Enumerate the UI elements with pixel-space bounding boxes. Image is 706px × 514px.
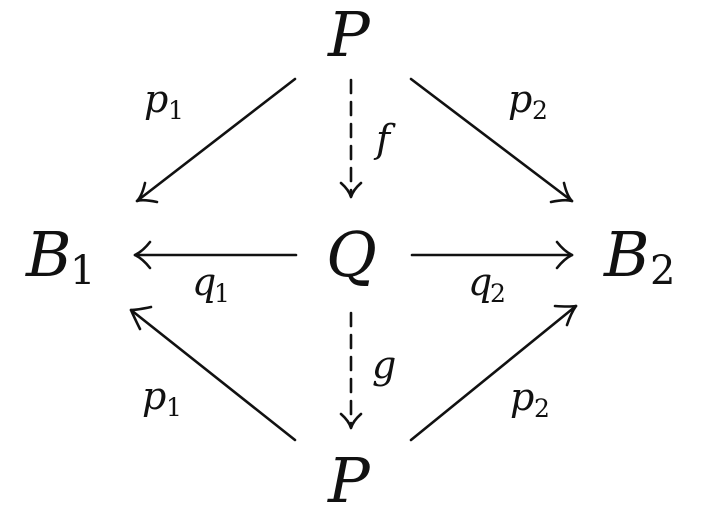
label-top-to-b2: p 2 xyxy=(508,77,548,125)
node-left-b1: B 1 xyxy=(25,218,95,294)
label-top-to-b1: p 1 xyxy=(144,77,184,125)
arrow-bottom-to-b1 xyxy=(129,305,297,442)
arrow-top-to-b1 xyxy=(135,77,297,204)
label-bottom-to-b1-main: p xyxy=(142,374,166,418)
label-bottom-to-b2-main: p xyxy=(510,375,534,419)
arrow-bottom-to-b2 xyxy=(409,304,578,442)
label-bottom-to-b1: p 1 xyxy=(142,374,182,422)
label-top-to-b1-main: p xyxy=(144,77,168,121)
label-q-to-b2-subscript: 2 xyxy=(490,279,506,308)
label-q-to-b1-subscript: 1 xyxy=(214,279,230,308)
node-right-b2-subscript: 2 xyxy=(650,248,675,294)
label-bottom-to-b1-subscript: 1 xyxy=(166,393,182,422)
node-bottom-p: P xyxy=(327,444,371,514)
label-q-to-b2-main: q xyxy=(468,260,492,304)
node-left-b1-subscript: 1 xyxy=(70,248,95,294)
arrow-top-to-b2 xyxy=(409,77,574,204)
arrow-q-to-b2 xyxy=(410,240,574,270)
label-q-to-b1: q 1 xyxy=(192,260,230,308)
label-top-to-b2-main: p xyxy=(508,77,532,121)
label-q-to-b1-main: q xyxy=(192,260,216,304)
label-top-to-b2-subscript: 2 xyxy=(532,96,548,125)
node-top-p: P xyxy=(327,0,371,71)
node-center-q: Q xyxy=(326,218,377,291)
label-q-to-bottom: g xyxy=(372,343,396,387)
label-top-to-q: f xyxy=(373,117,396,161)
label-bottom-to-b2-subscript: 2 xyxy=(534,394,550,423)
label-top-to-b1-subscript: 1 xyxy=(168,96,184,125)
arrow-q-to-b1 xyxy=(133,240,298,270)
node-left-b1-main: B xyxy=(25,218,72,291)
arrow-top-to-q xyxy=(339,78,363,199)
node-right-b2: B 2 xyxy=(603,218,675,294)
arrow-q-to-bottom xyxy=(339,311,363,430)
node-right-b2-main: B xyxy=(603,218,650,291)
label-q-to-b2: q 2 xyxy=(468,260,506,308)
label-bottom-to-b2: p 2 xyxy=(510,375,550,423)
